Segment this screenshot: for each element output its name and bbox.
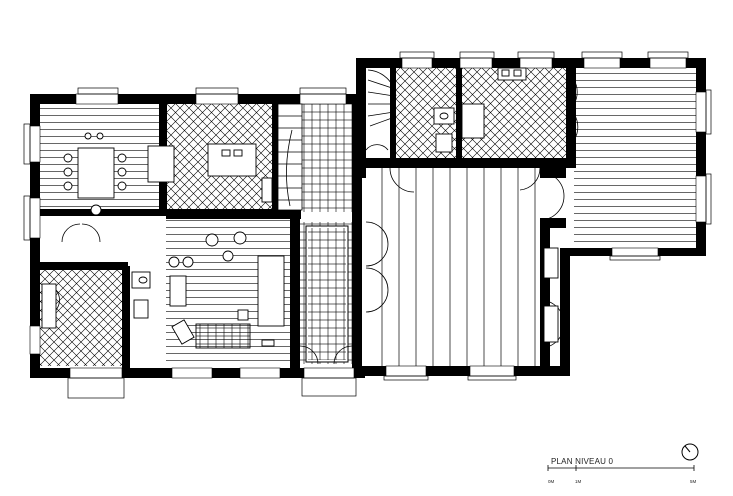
hall-fixtures — [543, 247, 559, 343]
great-hall-floor — [370, 168, 540, 366]
north-arrow-icon — [681, 443, 699, 461]
kitchen-island — [147, 143, 273, 203]
windows — [29, 57, 707, 379]
scale-label-1: 1M — [575, 479, 582, 484]
window-sills — [23, 51, 712, 399]
back-kitchen-fixtures — [433, 67, 527, 153]
corridor-runner-tiles — [308, 228, 346, 360]
scale-label-5: 5M — [690, 479, 697, 484]
spiral-staircase — [365, 69, 397, 151]
dining-table — [63, 132, 127, 216]
east-room-floor — [574, 70, 697, 248]
scale-bar — [547, 465, 695, 471]
bathroom-fixtures — [41, 271, 151, 329]
plan-title: PLAN NIVEAU 0 — [551, 457, 614, 466]
living-furniture — [168, 231, 285, 349]
main-staircase — [277, 103, 303, 211]
scale-label-0: 0M — [548, 479, 555, 484]
doors — [55, 79, 579, 365]
